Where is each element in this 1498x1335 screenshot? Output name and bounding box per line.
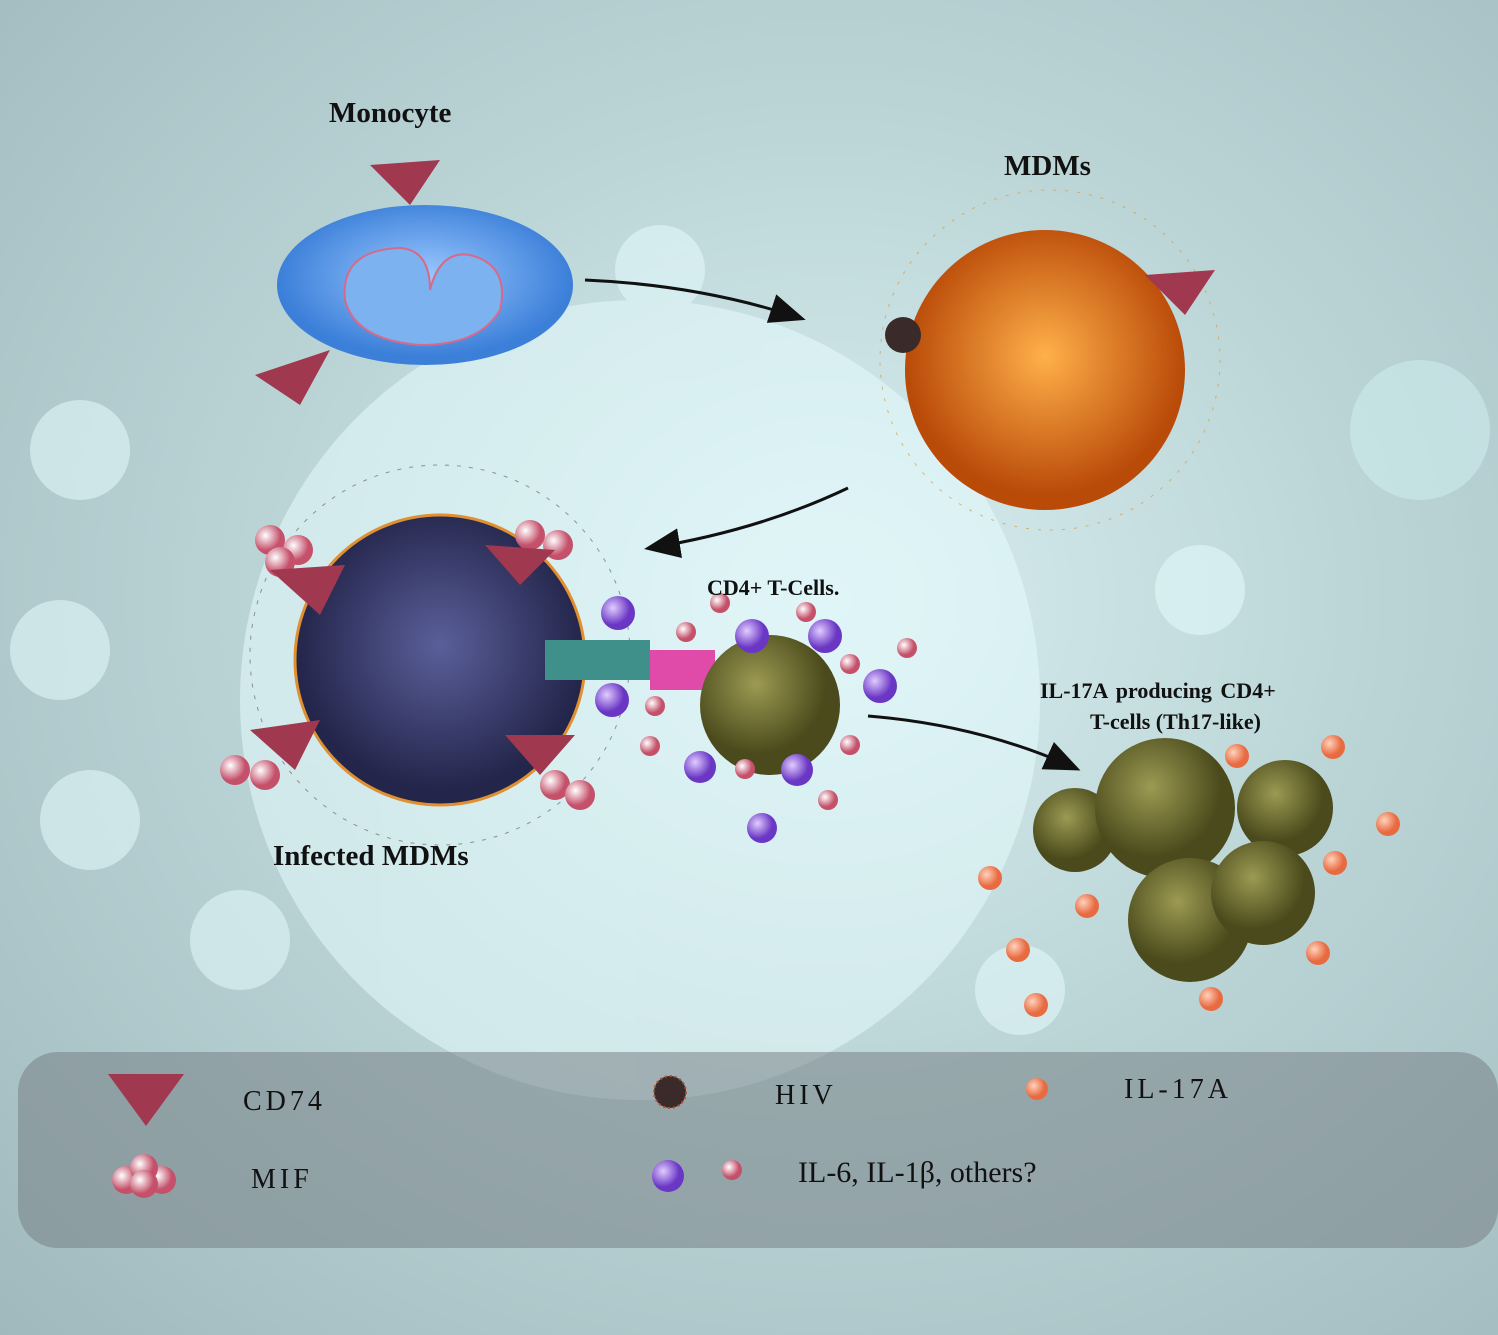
monocyte-cell bbox=[255, 160, 573, 405]
cytokine-icons bbox=[652, 1160, 742, 1192]
hiv-icon bbox=[653, 1075, 687, 1109]
arrow-tcell-to-th17 bbox=[867, 714, 1081, 771]
infected-mdms-label: Infected MDMs bbox=[273, 840, 469, 872]
legend-panel: CD74 MIF HIV IL-17A IL-6, IL-1β, others? bbox=[18, 1052, 1498, 1248]
legend-cd74: CD74 bbox=[243, 1086, 326, 1117]
virus-background bbox=[10, 225, 1490, 1100]
legend-il17a: IL-17A bbox=[1124, 1074, 1232, 1105]
cd4-t-cell bbox=[700, 635, 840, 775]
legend-mif: MIF bbox=[251, 1164, 313, 1195]
il17a-icon bbox=[1026, 1078, 1048, 1100]
monocyte-label: Monocyte bbox=[329, 97, 452, 129]
legend-cytokines: IL-6, IL-1β, others? bbox=[798, 1156, 1037, 1189]
cytokines bbox=[595, 596, 897, 843]
mdm-cell bbox=[879, 189, 1221, 531]
arrow-mdms-to-infected bbox=[644, 486, 849, 558]
th17-label-line2: T-cells (Th17-like) bbox=[1090, 709, 1261, 734]
cd74-icon bbox=[1145, 270, 1215, 315]
mif-icon bbox=[112, 1154, 176, 1198]
hiv-icon bbox=[885, 317, 921, 353]
cd4-t-cells-label: CD4+ T-Cells. bbox=[707, 575, 840, 600]
cd74-icon bbox=[255, 350, 330, 405]
th17-label-line1: IL-17A producing CD4+ bbox=[1040, 678, 1276, 703]
arrow-monocyte-to-mdms bbox=[584, 278, 806, 323]
th17-cells bbox=[1033, 738, 1333, 982]
legend-hiv: HIV bbox=[775, 1080, 837, 1111]
cd74-icon bbox=[108, 1074, 184, 1126]
cd74-icon bbox=[370, 160, 440, 205]
mdms-label: MDMs bbox=[1004, 150, 1091, 182]
il17a-particles bbox=[978, 735, 1400, 1017]
small-cytokines bbox=[640, 593, 917, 810]
infected-mdm-cell bbox=[220, 464, 715, 846]
